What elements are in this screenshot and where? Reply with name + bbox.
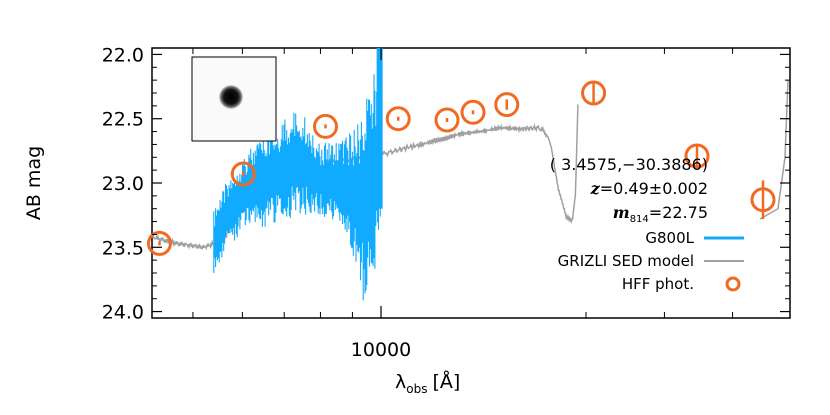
y-tick-label: 23.0 (102, 173, 144, 195)
m-annotation-symbol: m (613, 203, 630, 222)
x-axis-label-lambda: λ (395, 371, 406, 393)
x-tick-label: 10000 (351, 339, 411, 361)
x-axis-label: λobs [Å] (395, 370, 460, 396)
svg-text:λobs[Å]: λobs [Å] (395, 370, 460, 396)
y-tick-label: 22.0 (102, 44, 144, 66)
phot-marker (385, 106, 411, 132)
phot-marker (230, 161, 256, 187)
phot-point (460, 99, 486, 125)
grism-spectrum (213, 58, 381, 301)
y-tick-label: 23.5 (102, 237, 144, 259)
x-axis-label-unit: [Å] (432, 370, 460, 393)
annotations: ( 3.4575,−30.3886) z=0.49±0.002 m814=22.… (550, 155, 708, 225)
thumbnail-inset (191, 56, 277, 142)
y-tick-label: 24.0 (102, 302, 144, 324)
z-annotation-symbol: z (590, 179, 601, 198)
phot-marker (494, 92, 520, 118)
legend-swatch-phot (725, 276, 741, 292)
phot-marker (312, 113, 338, 139)
phot-marker (581, 80, 607, 106)
grism-spike (376, 48, 383, 209)
phot-point (385, 106, 411, 132)
coords-annotation: ( 3.4575,−30.3886) (550, 155, 708, 174)
grism-spectrum-layer (213, 48, 383, 301)
x-axis-label-sub: obs (406, 382, 427, 396)
legend-label-grism: G800L (645, 229, 694, 247)
phot-marker (146, 230, 172, 256)
y-axis-label: AB mag (23, 146, 45, 220)
y-tick-label: 22.5 (102, 109, 144, 131)
svg-text:m814=22.75: m814=22.75 (613, 203, 708, 225)
phot-marker (750, 187, 776, 213)
x-axis: 10000 (192, 48, 734, 361)
phot-marker (460, 99, 486, 125)
phot-point (494, 92, 520, 118)
phot-point (312, 113, 338, 139)
phot-point (750, 180, 776, 219)
legend-label-sed: GRIZLI SED model (558, 252, 694, 270)
phot-point (684, 143, 710, 169)
phot-point (434, 107, 460, 133)
phot-point (146, 230, 172, 256)
legend: G800L GRIZLI SED model HFF phot. (558, 229, 744, 293)
m-annotation-value: =22.75 (649, 203, 708, 222)
galaxy-cutout (218, 84, 244, 110)
phot-point (581, 80, 607, 106)
y-axis: 22.0 22.5 23.0 23.5 24.0 (102, 44, 790, 324)
phot-marker (434, 107, 460, 133)
phot-point (230, 161, 256, 187)
z-annotation-value: =0.49±0.002 (600, 179, 708, 198)
legend-label-phot: HFF phot. (622, 275, 694, 293)
photometry-layer (146, 80, 776, 256)
phot-marker (684, 143, 710, 169)
svg-text:z=0.49±0.002: z=0.49±0.002 (590, 179, 708, 198)
m-annotation-sub: 814 (630, 214, 649, 225)
